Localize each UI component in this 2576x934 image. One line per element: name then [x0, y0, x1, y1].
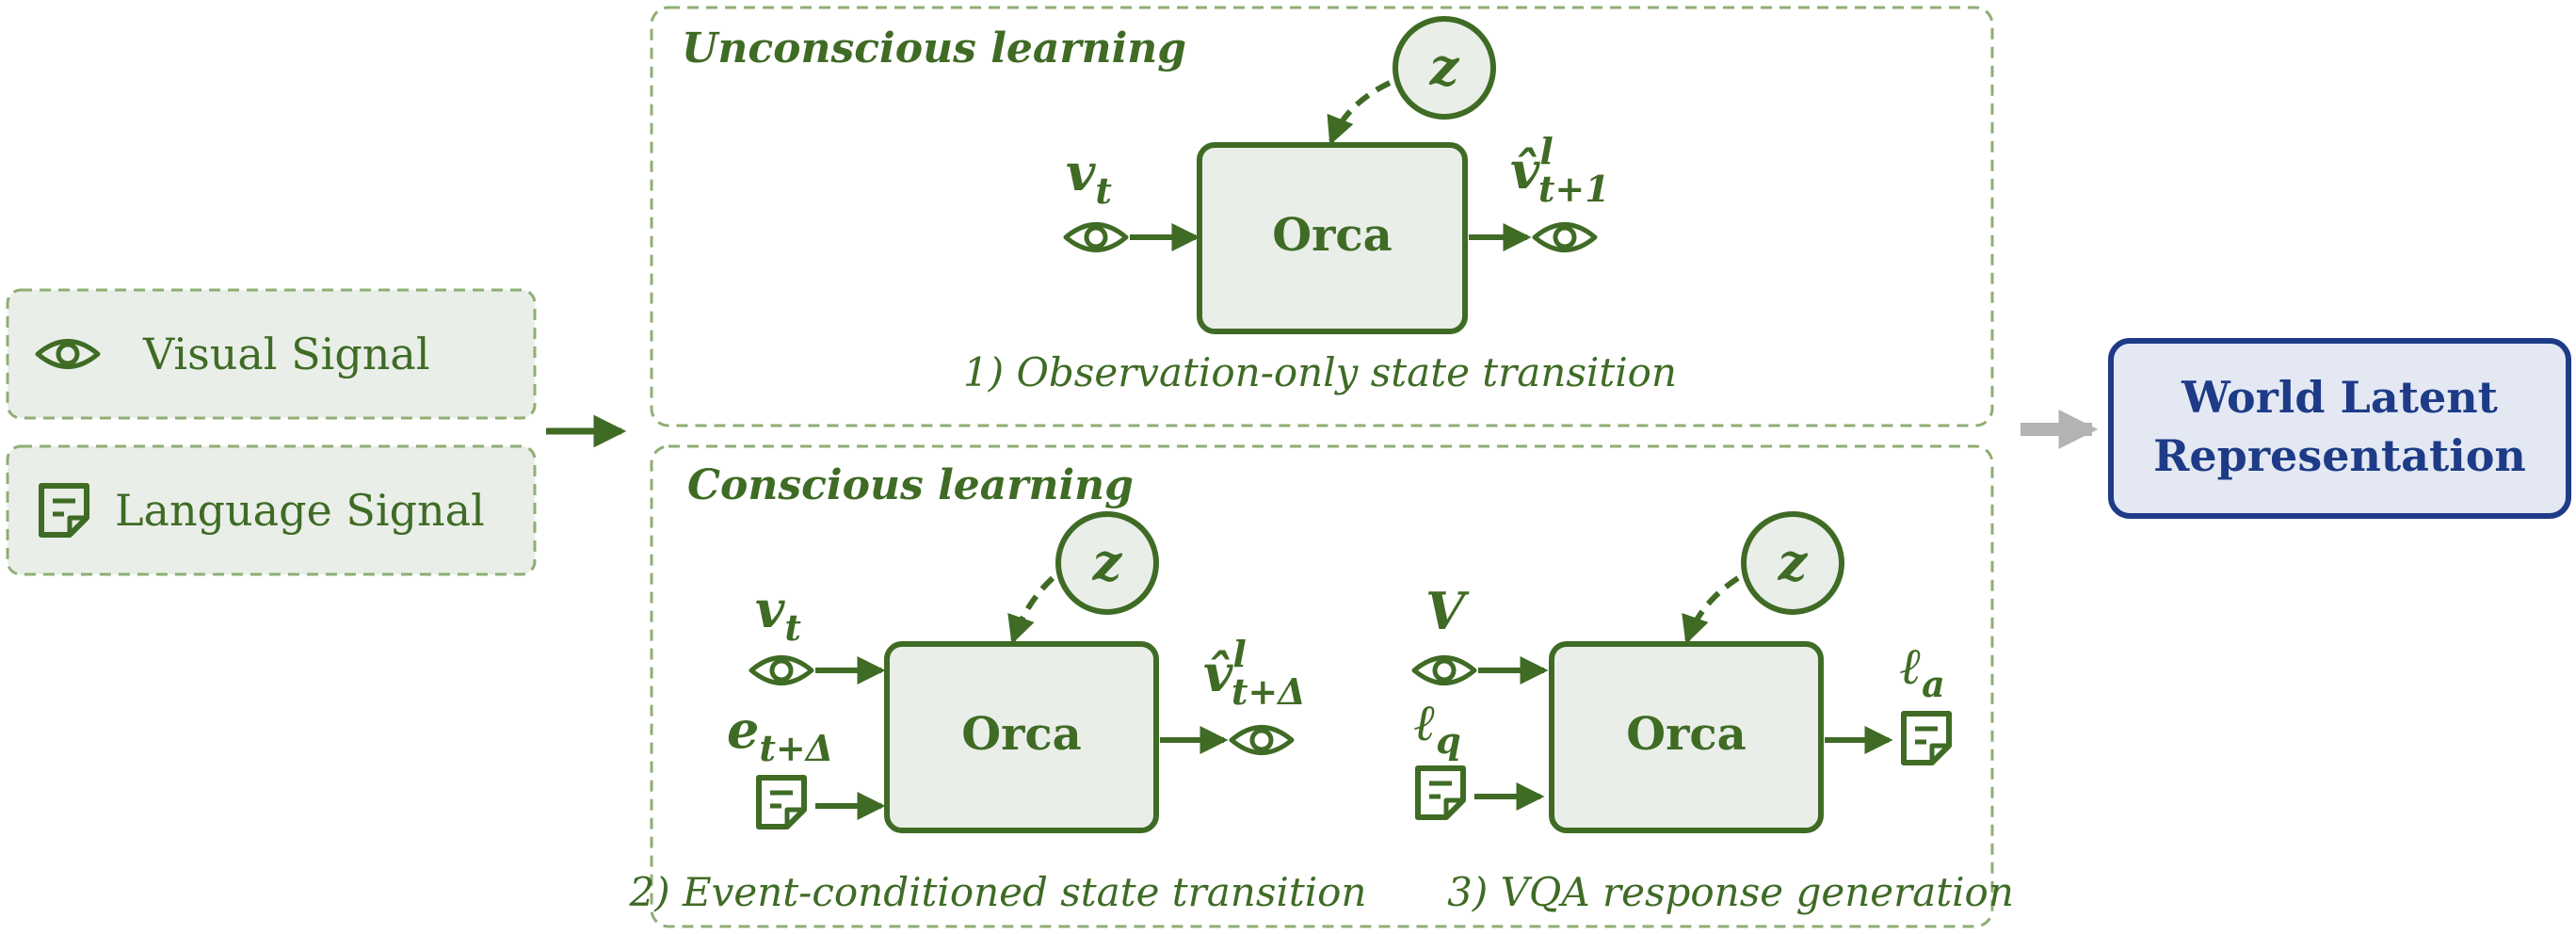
orca-label: Orca [961, 708, 1081, 761]
input-question-label: ℓq [1414, 692, 1461, 762]
world-latent-line2: Representation [2153, 430, 2526, 481]
output-answer-label: ℓa [1900, 636, 1945, 705]
language-signal-label: Language Signal [115, 485, 485, 536]
visual-signal-box: Visual Signal [6, 288, 537, 420]
event-caption: 2) Event-conditioned state transition [629, 869, 1367, 915]
latent-z-label: z [1092, 532, 1123, 592]
orca-module [884, 641, 1159, 833]
latent-z-label: z [1429, 37, 1460, 97]
conscious-title: Conscious learning [687, 461, 1134, 509]
vqa-diagram: z Orca V ℓq ℓa 3) VQA response generatio… [1414, 511, 2014, 915]
unconscious-caption: 1) Observation-only state transition [963, 349, 1677, 395]
note-icon [759, 778, 804, 827]
language-signal-box: Language Signal [6, 444, 537, 576]
orca-label: Orca [1272, 209, 1392, 262]
visual-signal-label: Visual Signal [142, 329, 430, 379]
input-vt-label: vt [1066, 142, 1112, 212]
input-video-label: V [1425, 581, 1470, 641]
input-vt-label: vt [755, 579, 801, 649]
latent-z-node [1055, 511, 1159, 615]
note-icon [1418, 768, 1463, 817]
orca-label: Orca [1626, 708, 1746, 761]
eye-icon [1232, 728, 1292, 753]
latent-arrow [1682, 575, 1740, 645]
latent-arrow [1327, 80, 1392, 146]
vqa-caption: 3) VQA response generation [1447, 869, 2014, 915]
latent-z-label: z [1778, 532, 1809, 592]
world-latent-box: World Latent Representation [2108, 338, 2571, 519]
eye-icon [1414, 658, 1474, 684]
unconscious-title: Unconscious learning [682, 24, 1186, 72]
eye-icon [751, 658, 812, 684]
note-icon [1904, 714, 1949, 763]
latent-z-node [1741, 511, 1844, 615]
latent-z-node [1393, 16, 1496, 120]
eye-icon [1535, 225, 1595, 250]
orca-module [1549, 641, 1824, 833]
world-latent-line1: World Latent [2181, 372, 2499, 423]
latent-arrow [1007, 575, 1055, 645]
eye-icon [1066, 225, 1126, 250]
input-event-label: et+Δ [727, 700, 833, 769]
